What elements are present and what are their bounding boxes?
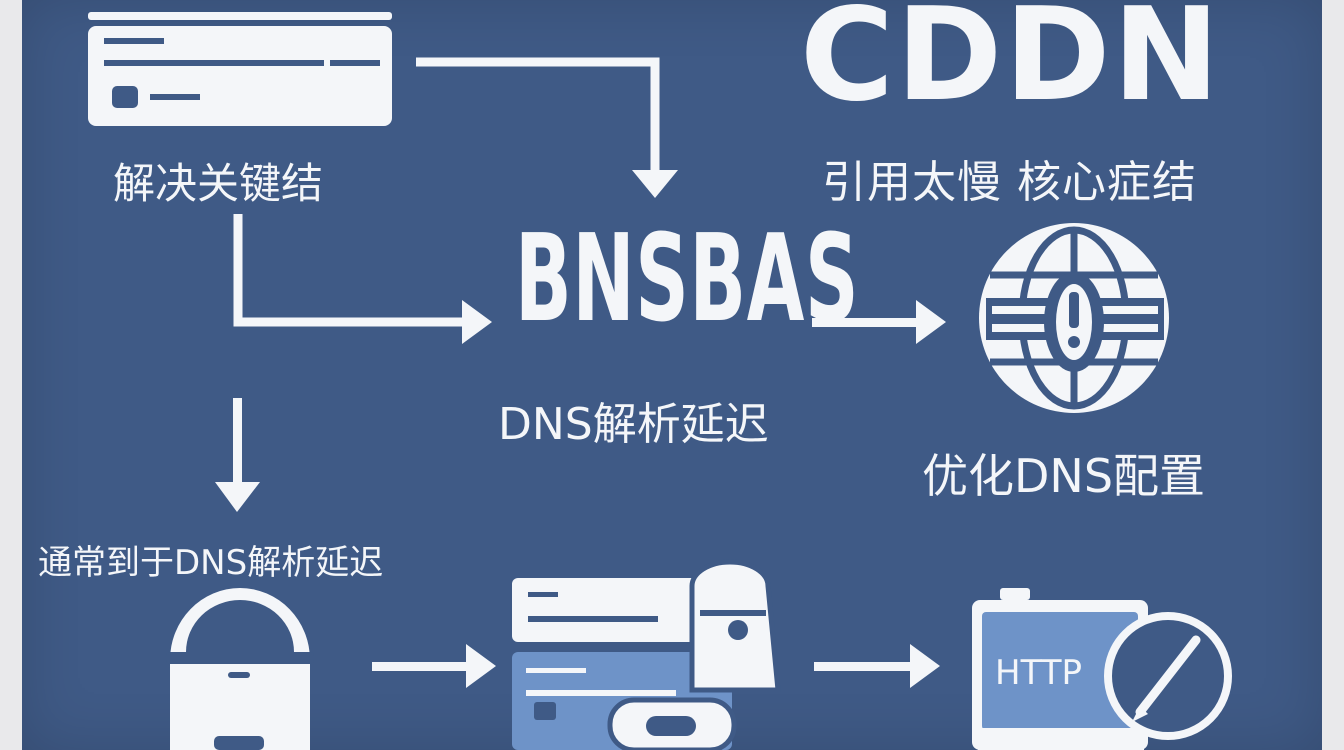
flow-arrow [812, 318, 922, 327]
center-caption: DNS解析延迟 [498, 399, 769, 450]
center-word: BNSBAS [515, 210, 860, 349]
headset-person-icon [166, 588, 314, 750]
flow-arrow [814, 662, 916, 671]
flow-arrow [233, 398, 242, 488]
arrow-head [462, 300, 492, 344]
right-caption: 优化DNS配置 [922, 449, 1206, 503]
server-icon [88, 12, 392, 126]
flow-arrow [416, 57, 660, 180]
server-stack-icon [512, 559, 781, 750]
http-label: HTTP [995, 653, 1082, 693]
top-left-label: 解决关键结 [113, 159, 324, 208]
pen-icon [1104, 612, 1232, 740]
arrow-head [466, 644, 496, 688]
flow-arrow [233, 214, 470, 327]
page-title: CDDN [800, 0, 1222, 130]
subtitle: 引用太慢 核心症结 [822, 157, 1197, 208]
bottom-left-caption: 通常到于DNS解析延迟 [38, 543, 384, 583]
http-browser-icon: HTTP [972, 588, 1148, 750]
arrow-head [632, 170, 678, 198]
arrow-head [910, 644, 940, 688]
flow-arrow [372, 662, 472, 671]
arrow-head [215, 482, 260, 512]
globe-warning-icon [979, 223, 1169, 413]
arrow-head [916, 300, 946, 344]
